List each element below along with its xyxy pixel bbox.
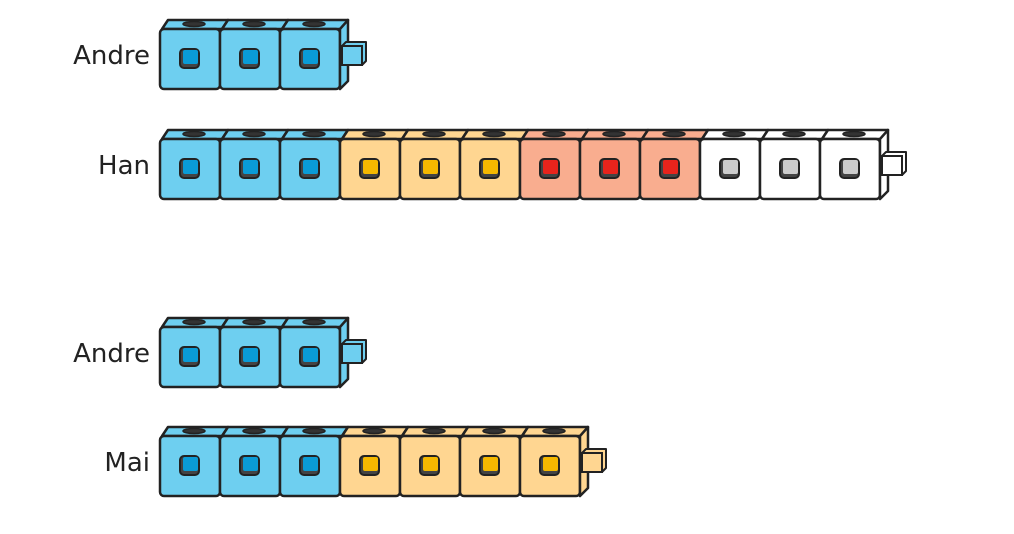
- cube-train-andre: [158, 316, 367, 389]
- cube-blue: [218, 316, 290, 389]
- row-label-andre-2: Andre: [73, 339, 150, 369]
- cube-yellow: [458, 128, 530, 201]
- cube-blue: [158, 316, 230, 389]
- cube-yellow: [338, 425, 410, 498]
- cube-blue: [278, 316, 350, 389]
- cube-red: [638, 128, 710, 201]
- cube-train-han: [158, 128, 907, 201]
- cube-red: [518, 128, 590, 201]
- cube-train-andre: [158, 18, 367, 91]
- cube-yellow: [458, 425, 530, 498]
- connector-tab: [341, 41, 367, 66]
- row-label-han: Han: [98, 151, 150, 181]
- connector-tab: [881, 151, 907, 176]
- cube-blue: [158, 18, 230, 91]
- cube-blue: [278, 425, 350, 498]
- connector-tab: [581, 448, 607, 473]
- cube-blue: [218, 425, 290, 498]
- cube-white: [818, 128, 890, 201]
- cube-yellow: [398, 425, 470, 498]
- row-label-andre-1: Andre: [73, 41, 150, 71]
- cube-yellow: [338, 128, 410, 201]
- cube-blue: [218, 128, 290, 201]
- cube-white: [758, 128, 830, 201]
- cube-blue: [218, 18, 290, 91]
- cube-blue: [278, 18, 350, 91]
- cube-blue: [158, 425, 230, 498]
- cube-blue: [278, 128, 350, 201]
- row-label-mai: Mai: [104, 448, 150, 478]
- cube-red: [578, 128, 650, 201]
- cube-yellow: [398, 128, 470, 201]
- cube-white: [698, 128, 770, 201]
- connector-tab: [341, 339, 367, 364]
- cube-blue: [158, 128, 230, 201]
- cube-yellow: [518, 425, 590, 498]
- cube-train-mai: [158, 425, 607, 498]
